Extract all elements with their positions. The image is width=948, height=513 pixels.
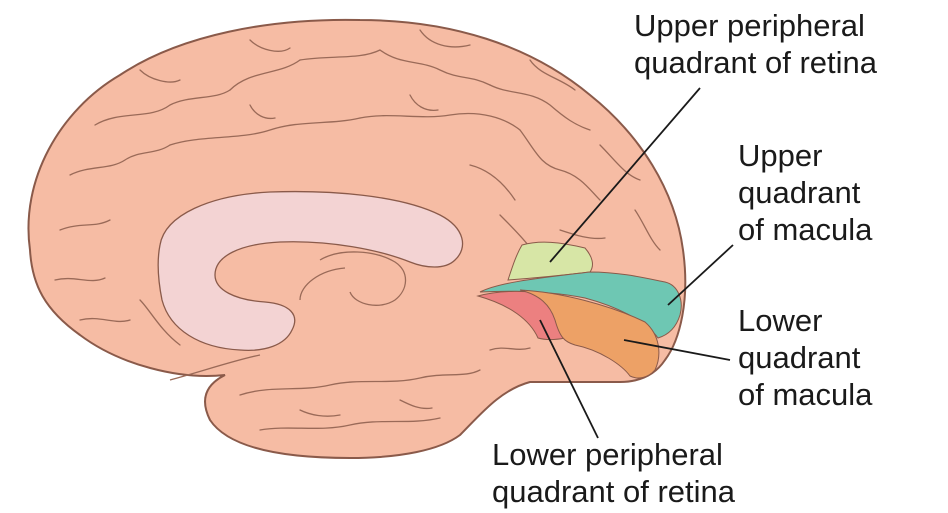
- label-line: of macula: [738, 211, 872, 248]
- label-line: quadrant: [738, 174, 872, 211]
- label-line: Upper: [738, 137, 872, 174]
- label-line: quadrant: [738, 339, 872, 376]
- label-line: Upper peripheral: [634, 7, 877, 44]
- label-line: quadrant of retina: [634, 44, 877, 81]
- label-line: quadrant of retina: [492, 473, 735, 510]
- label-line: of macula: [738, 376, 872, 413]
- label-upper-quadrant-of-macula: Upper quadrant of macula: [738, 137, 872, 248]
- label-lower-quadrant-of-macula: Lower quadrant of macula: [738, 302, 872, 413]
- label-lower-peripheral-quadrant-of-retina: Lower peripheral quadrant of retina: [492, 436, 735, 510]
- label-line: Lower peripheral: [492, 436, 735, 473]
- label-upper-peripheral-quadrant-of-retina: Upper peripheral quadrant of retina: [634, 7, 877, 81]
- label-line: Lower: [738, 302, 872, 339]
